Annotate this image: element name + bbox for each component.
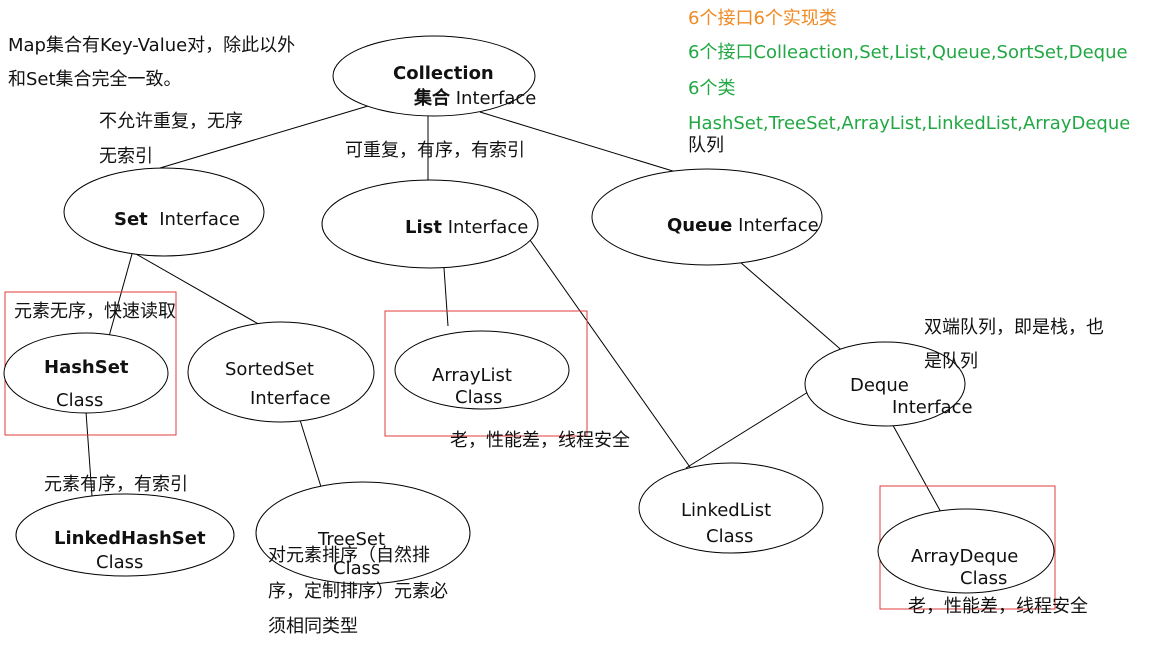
map-note-line2: 和Set集合完全一致。 — [8, 69, 182, 90]
sortedset-kind: Interface — [250, 388, 331, 409]
edge-sortedset-treeset — [299, 419, 323, 491]
collection-cn: 集合 — [414, 88, 450, 109]
set-kind: Interface — [159, 209, 240, 230]
hashset-rule: 元素无序，快速读取 — [14, 301, 176, 322]
map-note-line1: Map集合有Key-Value对，除此以外 — [8, 35, 296, 56]
deque-kind: Interface — [892, 397, 973, 418]
summary-queue-cn: 队列 — [688, 135, 724, 156]
edge-deque-arraydeque — [889, 419, 943, 515]
deque-title: Deque — [850, 375, 909, 396]
hashset-title: HashSet — [44, 357, 129, 378]
edge-collection-queue — [479, 111, 677, 173]
deque-node — [804, 341, 966, 427]
arraylist-title: ArrayList — [432, 365, 512, 386]
deque-rule-line1: 双端队列，即是栈，也 — [924, 317, 1104, 338]
edge-list-arraylist — [443, 267, 449, 327]
treeset-rule-line2: 序，定制排序）元素必 — [268, 581, 448, 602]
queue-title: Queue — [667, 215, 733, 236]
hashset-kind: Class — [56, 390, 104, 411]
list-label: List Interface — [405, 217, 529, 239]
linkedhashset-node — [15, 493, 235, 577]
linkedlist-kind: Class — [706, 526, 754, 547]
edge-set-hashset — [107, 253, 133, 341]
linkedhashset-kind: Class — [96, 552, 144, 573]
linkedlist-node — [638, 462, 824, 554]
arraydeque-node — [877, 508, 1055, 594]
hashset-node — [3, 332, 169, 414]
set-node — [63, 167, 265, 257]
arraylist-kind: Class — [455, 387, 503, 408]
collection-subtitle: 集合 Interface — [414, 88, 537, 110]
summary-heading: 6个接口6个实现类 — [688, 8, 837, 29]
treeset-title: TreeSet — [318, 529, 386, 550]
hashset-highlight-box — [4, 291, 177, 436]
deque-rule-line2: 是队列 — [924, 351, 978, 372]
treeset-kind: Class — [333, 558, 381, 579]
queue-node — [591, 168, 823, 266]
list-rule: 可重复，有序，有索引 — [345, 140, 525, 161]
edge-set-sortedset — [135, 253, 263, 327]
arraydeque-title: ArrayDeque — [911, 546, 1019, 567]
summary-classes-title: 6个类 — [688, 78, 736, 99]
list-title: List — [405, 217, 442, 238]
edge-collection-set — [159, 105, 369, 169]
treeset-rule-line3: 须相同类型 — [268, 616, 358, 637]
collection-node — [332, 35, 536, 117]
edge-hashset-linkedhashset — [85, 411, 93, 497]
treeset-rule-line1: 对元素排序（自然排 — [268, 545, 430, 566]
summary-classes: HashSet,TreeSet,ArrayList,LinkedList,Arr… — [688, 113, 1131, 134]
arraylist-highlight-box — [384, 310, 588, 437]
arraydeque-kind: Class — [960, 568, 1008, 589]
linkedlist-title: LinkedList — [681, 500, 772, 521]
set-title: Set — [114, 209, 148, 230]
queue-label: Queue Interface — [667, 215, 819, 237]
sortedset-node — [187, 321, 375, 423]
collection-kind: Interface — [455, 88, 537, 109]
linkedhashset-rule: 元素有序，有索引 — [44, 474, 188, 495]
treeset-node — [255, 481, 471, 585]
summary-interfaces: 6个接口Colleaction,Set,List,Queue,SortSet,D… — [688, 42, 1128, 63]
arraylist-rule: 老，性能差，线程安全 — [450, 430, 630, 451]
arraydeque-rule: 老，性能差，线程安全 — [908, 596, 1088, 617]
set-label: Set Interface — [114, 209, 240, 231]
sortedset-title: SortedSet — [225, 359, 314, 380]
edge-list-linkedlist — [529, 239, 693, 471]
set-rule-line1: 不允许重复，无序 — [99, 111, 243, 132]
list-kind: Interface — [447, 217, 529, 238]
linkedhashset-title: LinkedHashSet — [54, 528, 206, 549]
list-node — [321, 179, 539, 269]
set-rule-line2: 无索引 — [99, 146, 153, 167]
arraylist-node — [394, 330, 570, 410]
edge-queue-deque — [739, 261, 847, 355]
edge-deque-linkedlist — [685, 391, 809, 469]
collection-title: Collection — [393, 63, 494, 84]
queue-kind: Interface — [738, 215, 819, 236]
